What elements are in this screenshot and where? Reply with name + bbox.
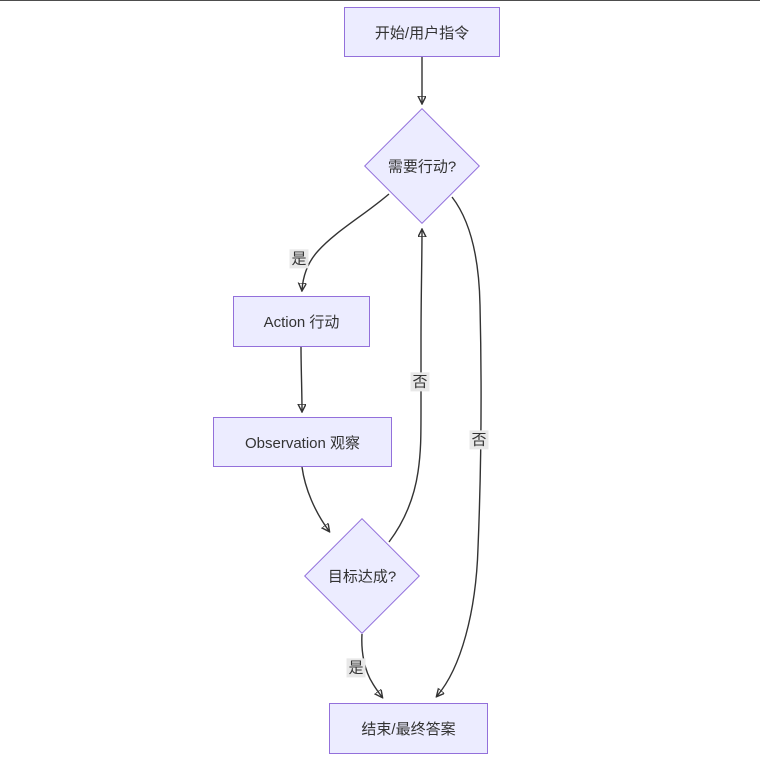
edge-label-yes-need-action: 是	[289, 249, 309, 269]
edge-label-yes-goal-reached: 是	[346, 658, 366, 678]
node-end: 结束/最终答案	[329, 703, 488, 754]
node-need-action-label: 需要行动?	[387, 158, 457, 176]
node-action-label: Action 行动	[263, 314, 340, 331]
node-observation-label: Observation 观察	[244, 434, 361, 452]
node-start: 开始/用户指令	[344, 7, 500, 57]
node-end-label: 结束/最终答案	[361, 721, 456, 738]
node-observation: Observation 观察	[213, 417, 392, 467]
edge-label-no-need-action: 否	[469, 430, 489, 450]
edge-action-to-observation	[301, 346, 302, 411]
edge-goal-reached-to-end-yes	[361, 633, 382, 697]
edge-observation-to-goal-reached	[301, 466, 329, 531]
edge-label-no-goal-reached: 否	[410, 372, 430, 392]
edge-need-action-to-action-yes	[302, 193, 390, 290]
node-start-label: 开始/用户指令	[374, 24, 470, 42]
node-action: Action 行动	[233, 296, 370, 347]
page-top-border	[0, 0, 760, 1]
edge-goal-reached-to-need-action-no	[388, 230, 422, 543]
node-goal-reached-label: 目标达成?	[327, 568, 397, 586]
